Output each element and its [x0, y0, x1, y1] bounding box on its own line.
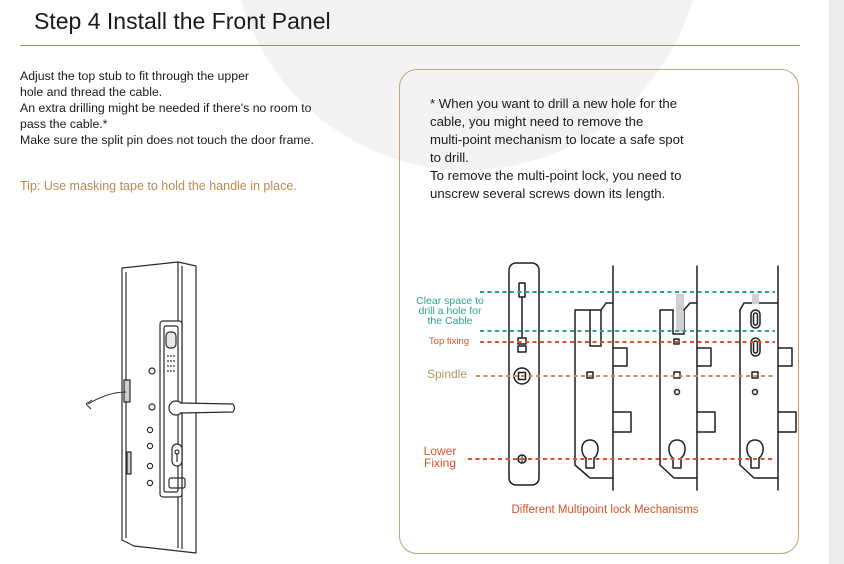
- note-line: multi-point mechanism to locate a safe s…: [430, 132, 684, 147]
- instruction-line: pass the cable.*: [20, 117, 108, 131]
- note-line: to drill.: [430, 150, 469, 165]
- diagram-caption: Different Multipoint lock Mechanisms: [511, 504, 699, 516]
- note-line: unscrew several screws down its length.: [430, 186, 666, 201]
- note-line: To remove the multi-point lock, you need…: [430, 168, 682, 183]
- page-title: Step 4 Install the Front Panel: [34, 8, 331, 34]
- note-panel: * When you want to drill a new hole for …: [399, 69, 799, 554]
- instructions-block: Adjust the top stub to fit through the u…: [20, 68, 392, 148]
- note-line: * When you want to drill a new hole for …: [430, 96, 678, 111]
- instruction-line: Make sure the split pin does not touch t…: [20, 133, 314, 147]
- spindle-label: Spindle: [426, 367, 468, 381]
- top-fixing-label: Top fixing: [428, 336, 470, 347]
- title-divider: [20, 45, 800, 46]
- instruction-line: hole and thread the cable.: [20, 85, 163, 99]
- instruction-line: Adjust the top stub to fit through the u…: [20, 69, 250, 83]
- tip-text: Tip: Use masking tape to hold the handle…: [20, 179, 297, 193]
- clear-space-label: Clear space to drill a hole for the Cabl…: [416, 295, 484, 327]
- right-sidebar-strip: [829, 0, 844, 564]
- lower-fixing-label: Lower Fixing: [423, 444, 457, 470]
- note-text: * When you want to drill a new hole for …: [430, 95, 730, 203]
- note-line: cable, you might need to remove the: [430, 114, 644, 129]
- instruction-line: An extra drilling might be needed if the…: [20, 101, 312, 115]
